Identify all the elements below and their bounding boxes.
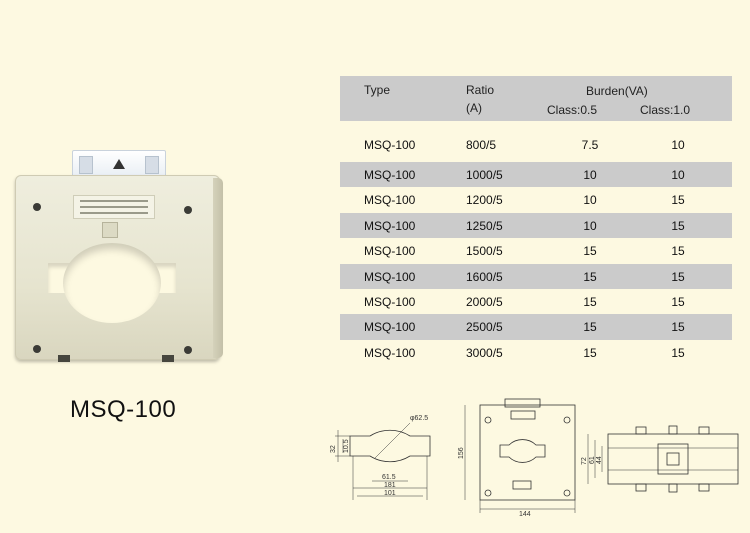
header-type: Type (364, 83, 391, 97)
dim-front-width: 144 (519, 511, 531, 518)
cell-class-05: 10 (583, 218, 597, 233)
cell-type: MSQ-100 (364, 320, 416, 335)
header-burden: Burden(VA) (586, 84, 648, 98)
cell-class-10: 15 (671, 269, 685, 284)
primary-window (63, 243, 161, 323)
dim-window-diameter: φ62.5 (410, 415, 428, 422)
cell-type: MSQ-100 (364, 345, 416, 360)
dim-side-d3: 44 (596, 456, 603, 464)
cell-class-10: 15 (671, 320, 685, 335)
cell-ratio: 1600/5 (466, 269, 503, 284)
cell-ratio: 2500/5 (466, 320, 503, 335)
table-row: MSQ-100 800/5 7.5 10 (340, 121, 732, 162)
nameplate (73, 195, 155, 219)
header-class-05: Class:0.5 (547, 103, 598, 117)
dim-window-w1: 61.5 (382, 474, 396, 481)
cell-class-10: 10 (671, 138, 685, 152)
dim-side-d1: 72 (581, 457, 588, 465)
window-dimension-drawing: 32 10.5 φ62.5 61.5 181 101 (330, 415, 431, 500)
cell-class-05: 10 (583, 193, 597, 208)
cell-ratio: 1200/5 (466, 193, 503, 208)
mounting-foot (58, 355, 70, 362)
table-row: MSQ-100 1000/5 10 10 (340, 162, 732, 188)
cell-class-05: 15 (583, 269, 597, 284)
table-row: MSQ-100 1250/5 10 15 (340, 212, 732, 239)
cell-class-05: 15 (583, 345, 597, 360)
cell-ratio: 800/5 (466, 138, 497, 152)
screw-icon (184, 346, 192, 354)
table-row: MSQ-100 2500/5 15 15 (340, 314, 732, 340)
model-caption: MSQ-100 (70, 396, 177, 423)
front-view-drawing: 156 144 (458, 398, 576, 518)
cell-class-10: 15 (671, 218, 685, 233)
dim-window-w2: 181 (384, 482, 396, 489)
table-header: Type Ratio (A) Burden(VA) Class:0.5 Clas… (340, 76, 732, 121)
cell-type: MSQ-100 (364, 193, 416, 208)
cell-class-10: 10 (671, 168, 685, 182)
cell-ratio: 1500/5 (466, 244, 503, 259)
cell-class-05: 7.5 (581, 138, 599, 152)
cell-ratio: 2000/5 (466, 294, 503, 309)
dim-window-h2: 10.5 (343, 439, 350, 453)
cell-ratio: 1250/5 (466, 218, 503, 233)
cell-class-05: 15 (583, 320, 597, 335)
table-row: MSQ-100 2000/5 15 15 (340, 289, 732, 314)
dim-window-w3: 101 (384, 490, 396, 497)
screw-icon (33, 203, 41, 211)
cell-type: MSQ-100 (364, 138, 416, 152)
cell-class-10: 15 (671, 294, 685, 309)
cell-class-05: 15 (583, 294, 597, 309)
cell-type: MSQ-100 (364, 269, 416, 284)
screw-icon (33, 345, 41, 353)
table-row: MSQ-100 1200/5 10 15 (340, 187, 732, 212)
warning-triangle-icon (113, 159, 125, 169)
dim-front-height: 156 (458, 447, 465, 459)
cell-type: MSQ-100 (364, 168, 416, 182)
cell-type: MSQ-100 (364, 218, 416, 233)
cell-class-10: 15 (671, 193, 685, 208)
cell-type: MSQ-100 (364, 244, 416, 259)
table-row: MSQ-100 3000/5 15 15 (340, 340, 732, 365)
mounting-foot (162, 355, 174, 362)
dim-window-h1: 32 (330, 445, 337, 453)
cell-class-05: 10 (583, 168, 597, 182)
cell-class-10: 15 (671, 345, 685, 360)
screw-icon (184, 206, 192, 214)
side-view-drawing: 72 61 44 (581, 425, 739, 493)
table-row: MSQ-100 1600/5 15 15 (340, 263, 732, 289)
dim-side-d2: 61 (589, 456, 596, 464)
table-row: MSQ-100 1500/5 15 15 (340, 238, 732, 263)
cell-class-05: 15 (583, 244, 597, 259)
product-photo (0, 0, 240, 380)
header-class-10: Class:1.0 (640, 103, 691, 117)
cell-class-10: 15 (671, 244, 685, 259)
header-ratio: Ratio (466, 83, 495, 97)
cell-ratio: 1000/5 (466, 168, 503, 182)
header-ratio-unit: (A) (466, 101, 482, 115)
cell-ratio: 3000/5 (466, 345, 503, 360)
cell-type: MSQ-100 (364, 294, 416, 309)
spec-table: Type Ratio (A) Burden(VA) Class:0.5 Clas… (340, 76, 732, 365)
